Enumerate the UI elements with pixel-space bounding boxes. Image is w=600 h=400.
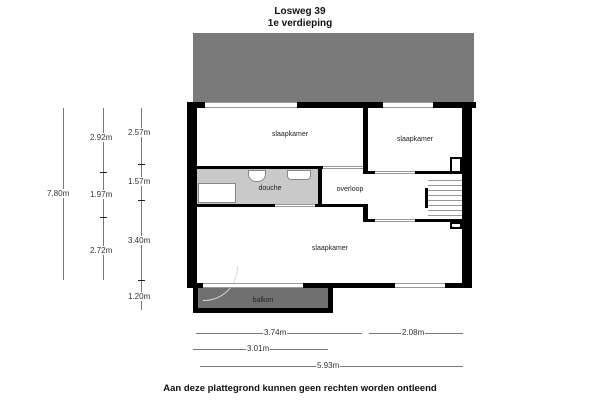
- wall-bottom: [187, 283, 472, 288]
- door-top-right-bedroom: [375, 171, 415, 174]
- dim-row2: 3.01m: [246, 344, 271, 353]
- wall-stair-side: [425, 188, 428, 208]
- shaft-box: [450, 157, 462, 173]
- dim-inner-2: 1.57m: [127, 177, 152, 186]
- wall-shower-top: [197, 166, 323, 169]
- plan-title: Losweg 39: [274, 6, 326, 17]
- sink: [287, 170, 311, 180]
- dim-tick: [138, 280, 145, 281]
- toilet: [248, 170, 266, 182]
- room-label-bedroom-top-left: slaapkamer: [271, 131, 309, 138]
- door-bottom-bedroom-shower: [275, 204, 315, 207]
- door-top-left-bedroom: [323, 166, 363, 169]
- dim-mid-3: 2.72m: [89, 246, 114, 255]
- door-bottom-bedroom-landing: [375, 219, 415, 222]
- dim-inner-3: 3.40m: [127, 236, 152, 245]
- wall-left: [187, 102, 197, 288]
- wall-bedrooms-divider: [363, 102, 368, 174]
- floor-subtitle: 1e verdieping: [267, 18, 333, 29]
- dim-mid-2: 1.97m: [89, 190, 114, 199]
- room-label-shower: douche: [258, 185, 282, 192]
- dim-tick: [138, 164, 145, 165]
- staircase: [428, 176, 462, 220]
- balcony-door: [203, 283, 303, 288]
- window-top-left: [205, 102, 297, 108]
- wall-landing-left: [363, 204, 368, 222]
- room-label-landing: overloop: [336, 186, 364, 193]
- dim-tick: [100, 217, 107, 218]
- dim-mid-1: 2.92m: [89, 133, 114, 142]
- shaft-box-lower: [450, 222, 462, 229]
- dim-row1-2: 2.08m: [401, 328, 426, 337]
- wall-right: [462, 102, 472, 288]
- dim-row3: 5.93m: [316, 361, 341, 370]
- disclaimer: Aan deze plattegrond kunnen geen rechten…: [163, 383, 437, 394]
- room-label-bedroom-top-right: slaapkamer: [396, 136, 434, 143]
- dim-tick: [100, 172, 107, 173]
- dim-tick: [138, 200, 145, 201]
- roof: [193, 33, 474, 103]
- dim-row1-1: 3.74m: [263, 328, 288, 337]
- bathtub: [198, 183, 236, 203]
- dim-inner-1: 2.57m: [127, 128, 152, 137]
- dim-total-height: 7.80m: [46, 189, 71, 198]
- room-label-bedroom-bottom: slaapkamer: [311, 245, 349, 252]
- room-label-balcony: balkon: [252, 297, 274, 304]
- window-top-right: [383, 102, 433, 108]
- dim-line-inner: [141, 108, 142, 310]
- dim-inner-4: 1.20m: [127, 292, 152, 301]
- window-bottom-right: [395, 283, 445, 288]
- wall-shower-right: [318, 166, 322, 206]
- wall-top: [187, 102, 476, 108]
